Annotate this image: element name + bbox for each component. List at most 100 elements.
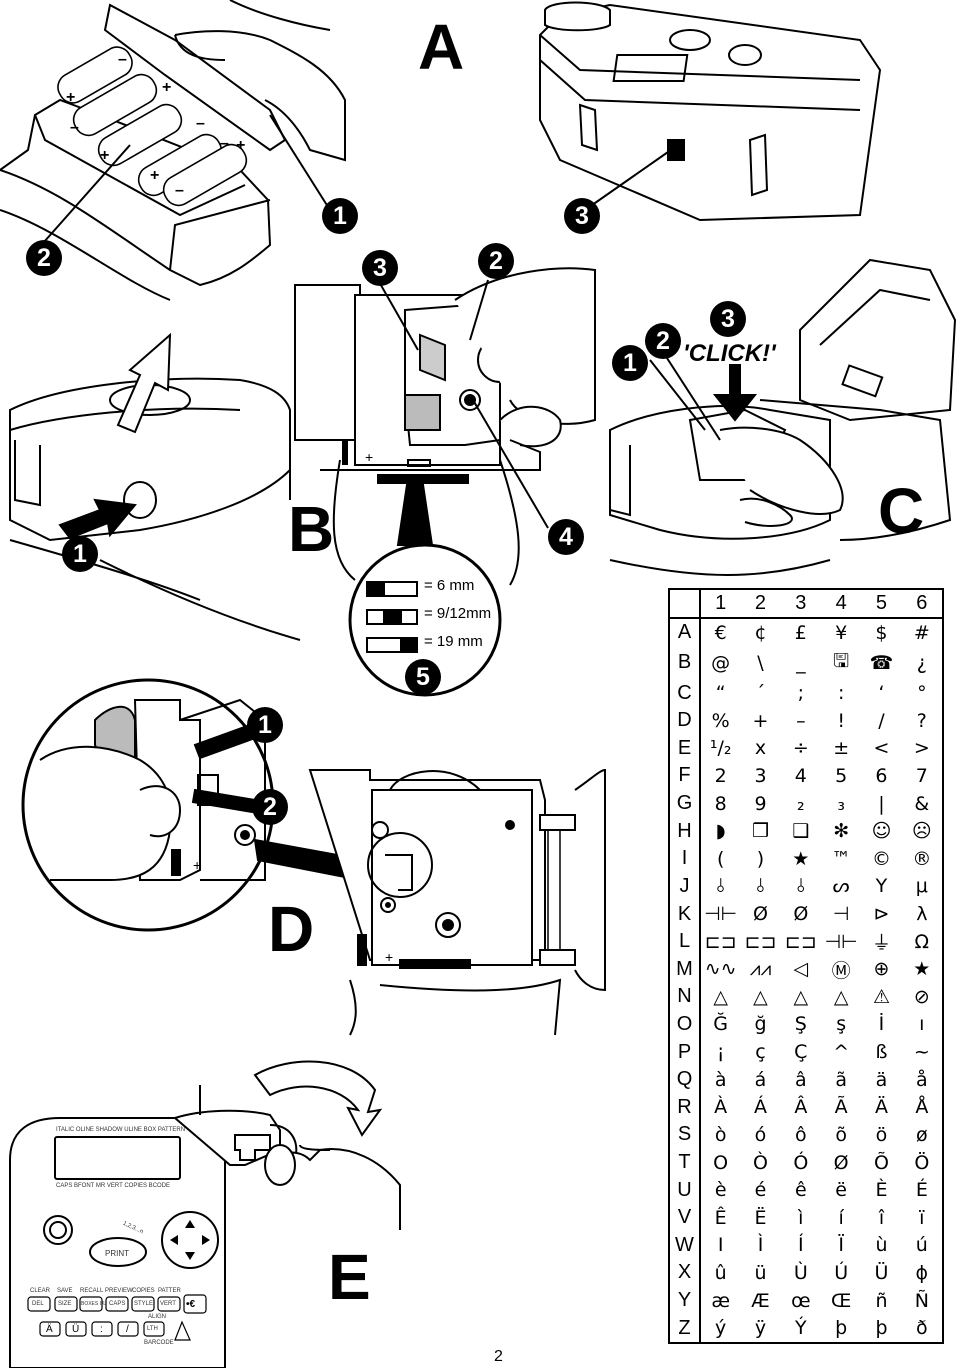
character-cell: ı [919, 1013, 925, 1036]
character-cell: é [754, 1179, 767, 1202]
table-row: M∿∿⩘⩘◁Ⓜ⊕★ [670, 955, 942, 984]
character-cell: % [711, 709, 730, 732]
row-header: R [670, 1093, 701, 1122]
character-cell: μ [915, 875, 928, 898]
character-cell: ð [916, 1317, 928, 1340]
column-header: 1 [700, 590, 741, 619]
character-cell: ⫰ [756, 875, 765, 898]
character-cell: ⊘ [913, 985, 930, 1008]
character-cell: å [915, 1068, 928, 1091]
character-cell: 8 [714, 792, 727, 815]
character-cell: Ğ [713, 1013, 729, 1036]
character-cell: 2 [714, 764, 727, 787]
character-cell: ± [833, 737, 850, 760]
character-cell: ? [916, 709, 927, 732]
character-cell: ß [875, 1041, 888, 1064]
character-cell: ® [912, 847, 932, 870]
character-cell: ⊏⊐ [744, 930, 777, 953]
character-cell: Ñ [914, 1289, 929, 1312]
column-header: 3 [780, 590, 821, 619]
character-cell: < [873, 737, 890, 760]
row-header: I [670, 845, 701, 873]
character-cell: Ù [793, 1261, 808, 1284]
character-cell: ϕ [915, 1261, 929, 1284]
character-cell: | [878, 792, 885, 815]
row-header: C [670, 679, 701, 707]
callout-a-2: 2 [26, 240, 62, 276]
character-cell: Ã [834, 1096, 848, 1119]
character-cell: ã [835, 1068, 847, 1091]
callout-d-1: 1 [247, 707, 283, 743]
table-row: L⊏⊐⊏⊐⊏⊐⊣⊢⏚Ω [670, 927, 942, 956]
callout-b-4: 4 [548, 519, 584, 555]
character-cell: ⊏⊐ [784, 930, 817, 953]
cassette-removal-detail-illustration: + [21, 678, 367, 932]
callout-d-2: 2 [252, 789, 288, 825]
kbd-key-slash: / [126, 1324, 129, 1335]
character-cell: ú [915, 1234, 928, 1257]
kbd-barcode-label: BARCODE [144, 1340, 174, 1346]
panel-label-c: C [878, 475, 925, 547]
row-header: X [670, 1259, 701, 1287]
character-cell: ) [756, 847, 765, 870]
svg-text:–: – [196, 115, 205, 132]
row-header: Q [670, 1065, 701, 1094]
kbd-key-a-umlaut: Ä [46, 1324, 53, 1335]
character-cell: Í [798, 1234, 804, 1257]
character-cell: ö [875, 1123, 888, 1146]
svg-text:+: + [193, 857, 201, 873]
character-cell: þ [835, 1317, 848, 1340]
character-cell: Ⓜ [831, 959, 851, 982]
character-cell: O [713, 1151, 729, 1174]
character-cell: á [754, 1068, 767, 1091]
panel-label-e: E [328, 1241, 371, 1313]
character-cell: Ý [795, 1317, 807, 1340]
svg-text:+: + [162, 79, 171, 96]
character-cell: ⚠ [872, 985, 890, 1008]
kbd-row1-label-3: PREVIEW [105, 1288, 133, 1294]
character-cell: ◗ [715, 820, 726, 843]
character-cell: ş [836, 1013, 847, 1036]
character-cell: ¡ [716, 1041, 725, 1064]
character-cell: Ø [833, 1151, 849, 1174]
character-cell: Ø [793, 903, 809, 926]
row-header: Y [670, 1286, 701, 1315]
column-header: 4 [820, 590, 862, 619]
character-cell: Ò [753, 1151, 768, 1174]
character-cell: Ë [754, 1206, 767, 1229]
panel-label-a: A [418, 11, 465, 83]
row-header: N [670, 983, 701, 1011]
kbd-key-caps: CAPS [109, 1301, 126, 1307]
kbd-key-del: DEL [32, 1301, 44, 1307]
kbd-row1-label-1: SAVE [57, 1288, 73, 1294]
character-cell: > [913, 737, 930, 760]
character-cell: É [915, 1179, 928, 1202]
column-header: 2 [740, 590, 781, 619]
row-header: K [670, 900, 701, 928]
svg-text:–: – [175, 182, 184, 199]
character-cell: @ [711, 651, 731, 674]
character-cell: ¥ [835, 621, 848, 644]
character-cell: ñ [875, 1289, 888, 1312]
character-cell: – [796, 709, 806, 732]
kbd-key-style: STYLE [134, 1301, 154, 1307]
kbd-key-u-umlaut: Ü [72, 1324, 80, 1335]
callout-b-5: 5 [405, 659, 441, 695]
character-cell: & [914, 792, 930, 815]
character-cell: Ï [838, 1234, 844, 1257]
character-cell: © [871, 847, 891, 870]
kbd-key-vert: VERT [160, 1301, 176, 1307]
row-header: F [670, 762, 701, 790]
character-cell: ☺ [871, 820, 892, 843]
character-cell: ; [797, 682, 805, 705]
callout-c-1: 1 [612, 345, 648, 381]
